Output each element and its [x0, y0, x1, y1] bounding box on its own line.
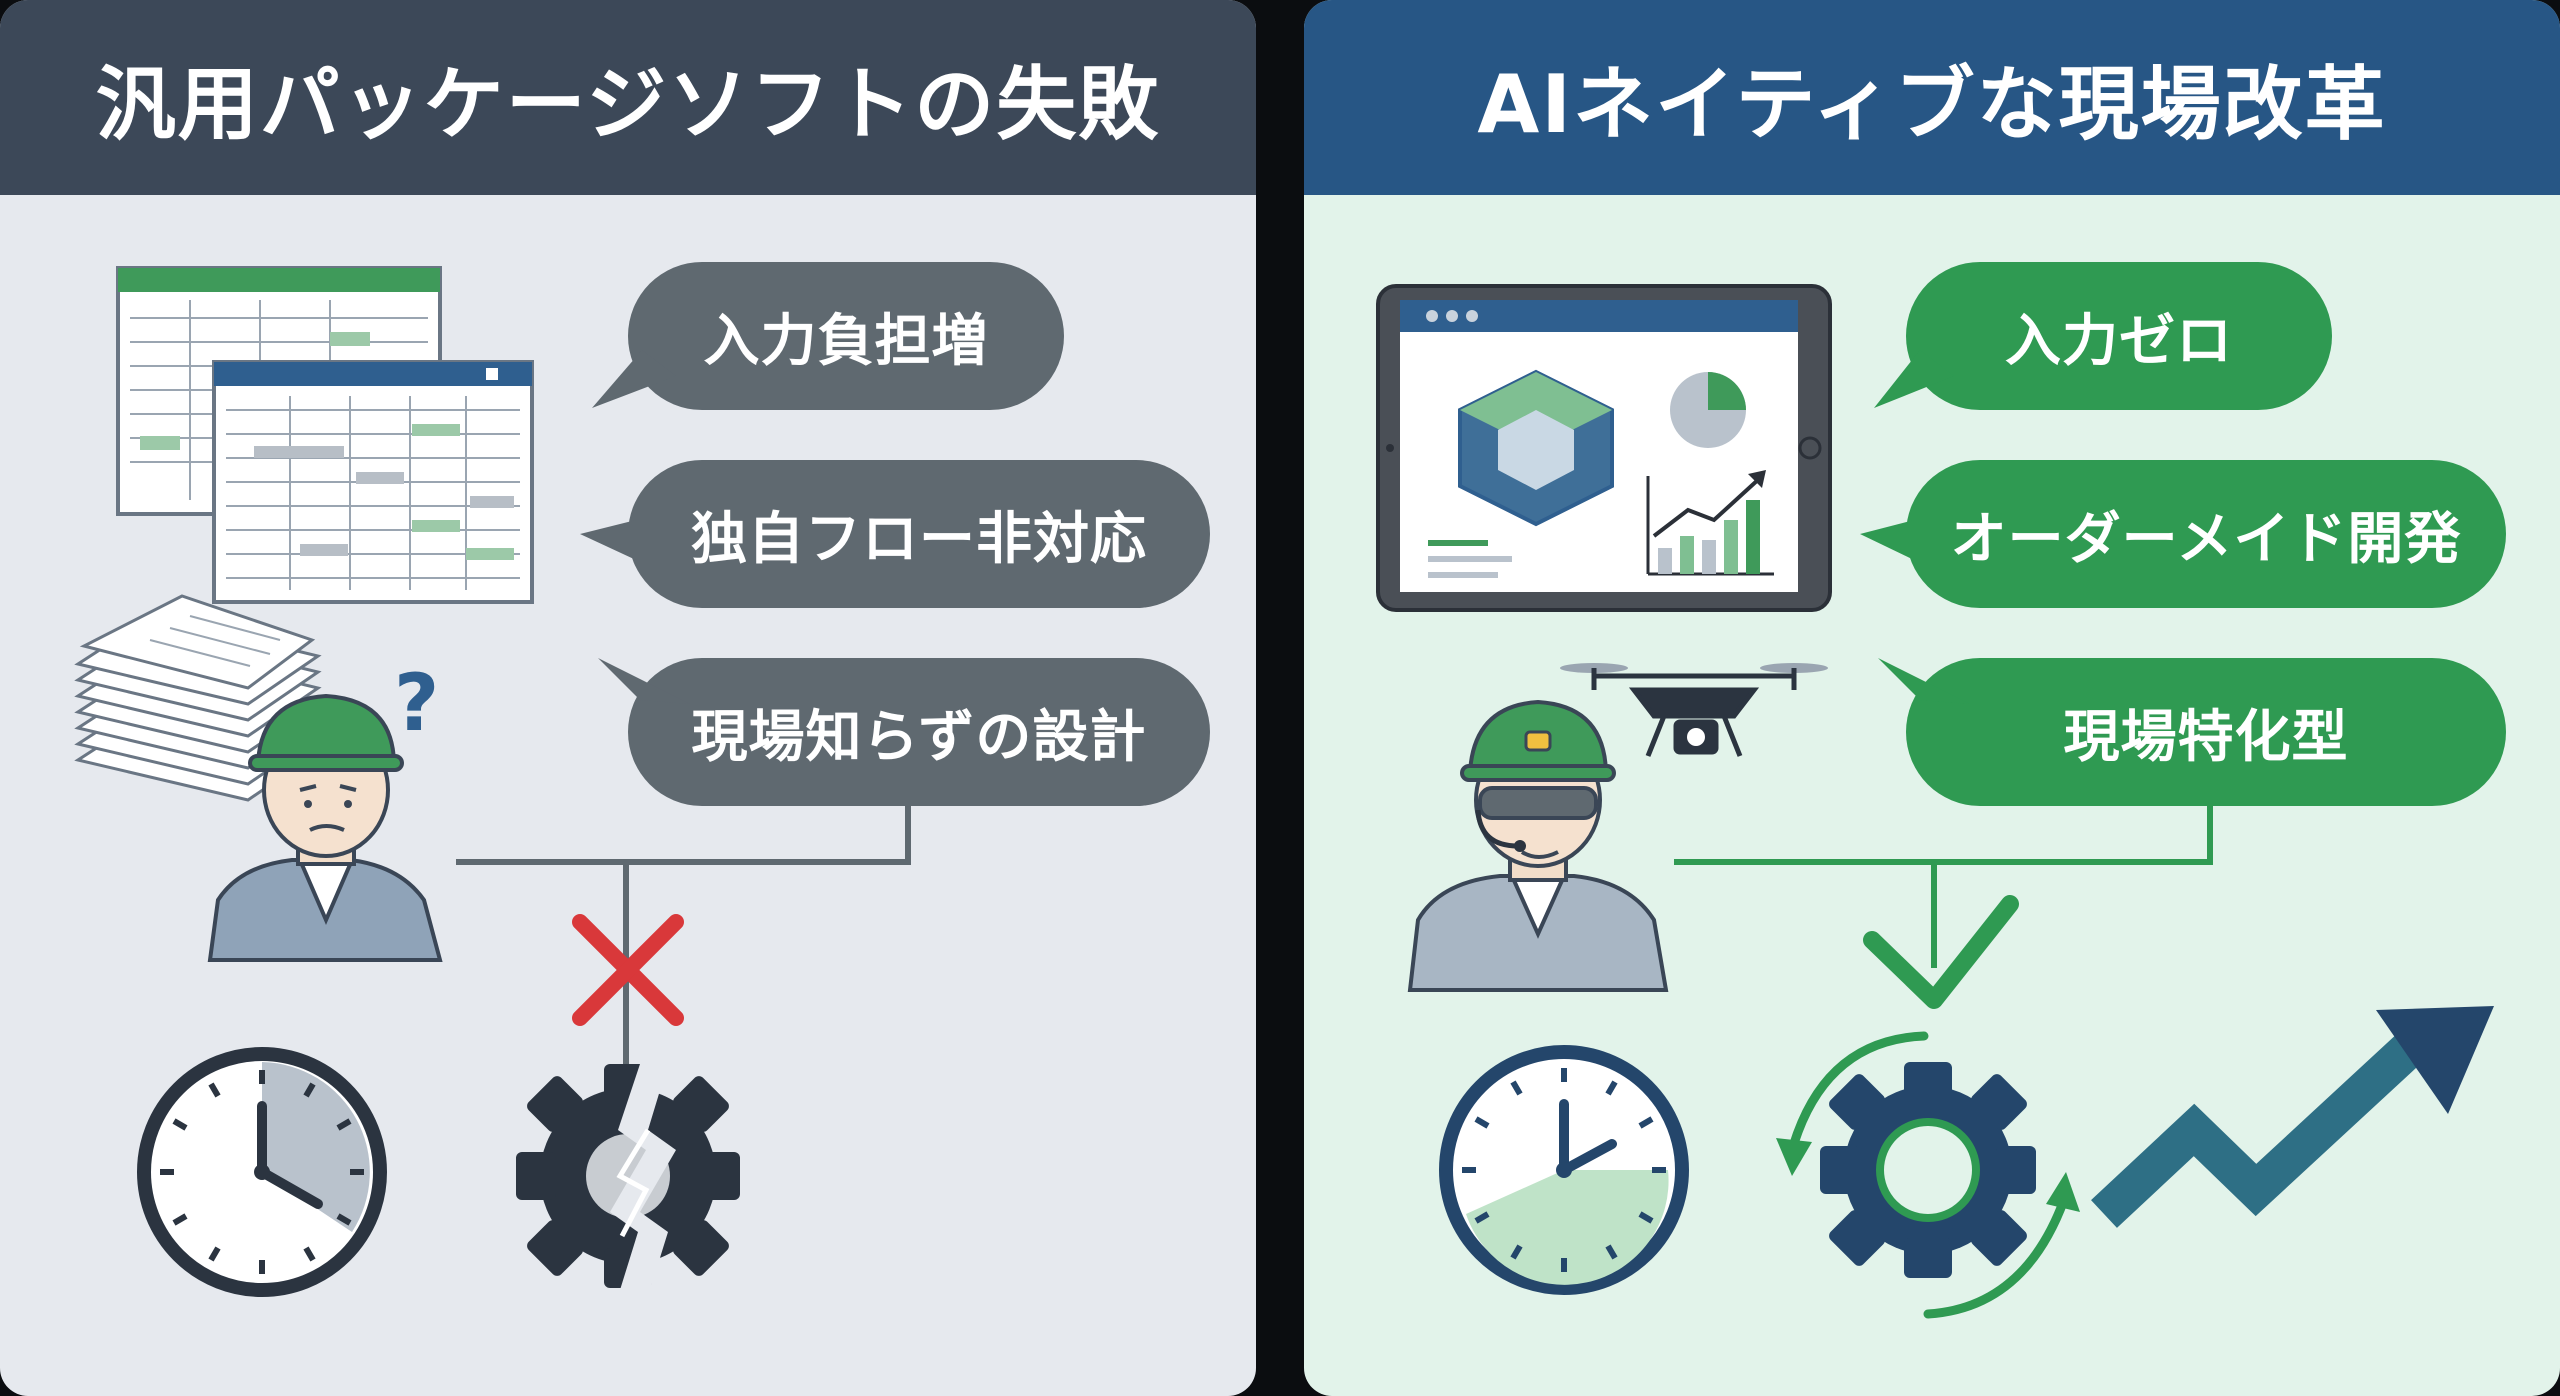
spreadsheet-icon [212, 360, 534, 604]
drone-icon [1560, 663, 1828, 757]
clock-icon [1439, 1045, 1689, 1295]
bubble-tail [1878, 658, 1970, 704]
worker-headset-icon [1407, 699, 1669, 992]
growth-arrow-icon [2091, 1006, 2494, 1228]
bubble-input-burden: 入力負担増 [628, 262, 1064, 410]
cross-icon [572, 914, 684, 1026]
clock-icon [137, 1047, 387, 1297]
right-illustrations [1376, 284, 2494, 1319]
bubble-tail [592, 350, 676, 408]
gear-cycle-icon [1776, 1031, 2080, 1319]
panel-ai-native-reform: AIネイティブな現場改革 入力ゼロ オーダーメイド開発 現場特化型 [1304, 0, 2560, 1396]
confused-worker-icon [207, 693, 443, 962]
question-mark: ? [394, 659, 439, 749]
broken-gear-icon [516, 1064, 740, 1290]
panel-title-left: 汎用パッケージソフトの失敗 [0, 0, 1256, 195]
bubble-no-custom-flow: 独自フロー非対応 [628, 460, 1210, 608]
bubble-tail [580, 520, 636, 560]
bubble-field-specialized: 現場特化型 [1906, 658, 2506, 806]
bubble-custom-development: オーダーメイド開発 [1906, 460, 2506, 608]
left-illustrations: ? [74, 266, 911, 1297]
bubble-design-without-field-knowledge: 現場知らずの設計 [628, 658, 1210, 806]
connector-lines [1674, 806, 2213, 968]
bubble-tail [1874, 350, 1954, 408]
panel-generic-software-failure: 汎用パッケージソフトの失敗 入力負担増 独自フロー非対応 現場知らずの設計 [0, 0, 1256, 1396]
bubble-tail [598, 658, 690, 704]
connector-lines [456, 806, 911, 1064]
panel-title-right: AIネイティブな現場改革 [1304, 0, 2560, 195]
checkmark-icon [1863, 895, 2019, 1009]
bubble-tail [1860, 520, 1914, 560]
tablet-dashboard-icon [1376, 284, 1832, 612]
bubble-zero-input: 入力ゼロ [1906, 262, 2332, 410]
